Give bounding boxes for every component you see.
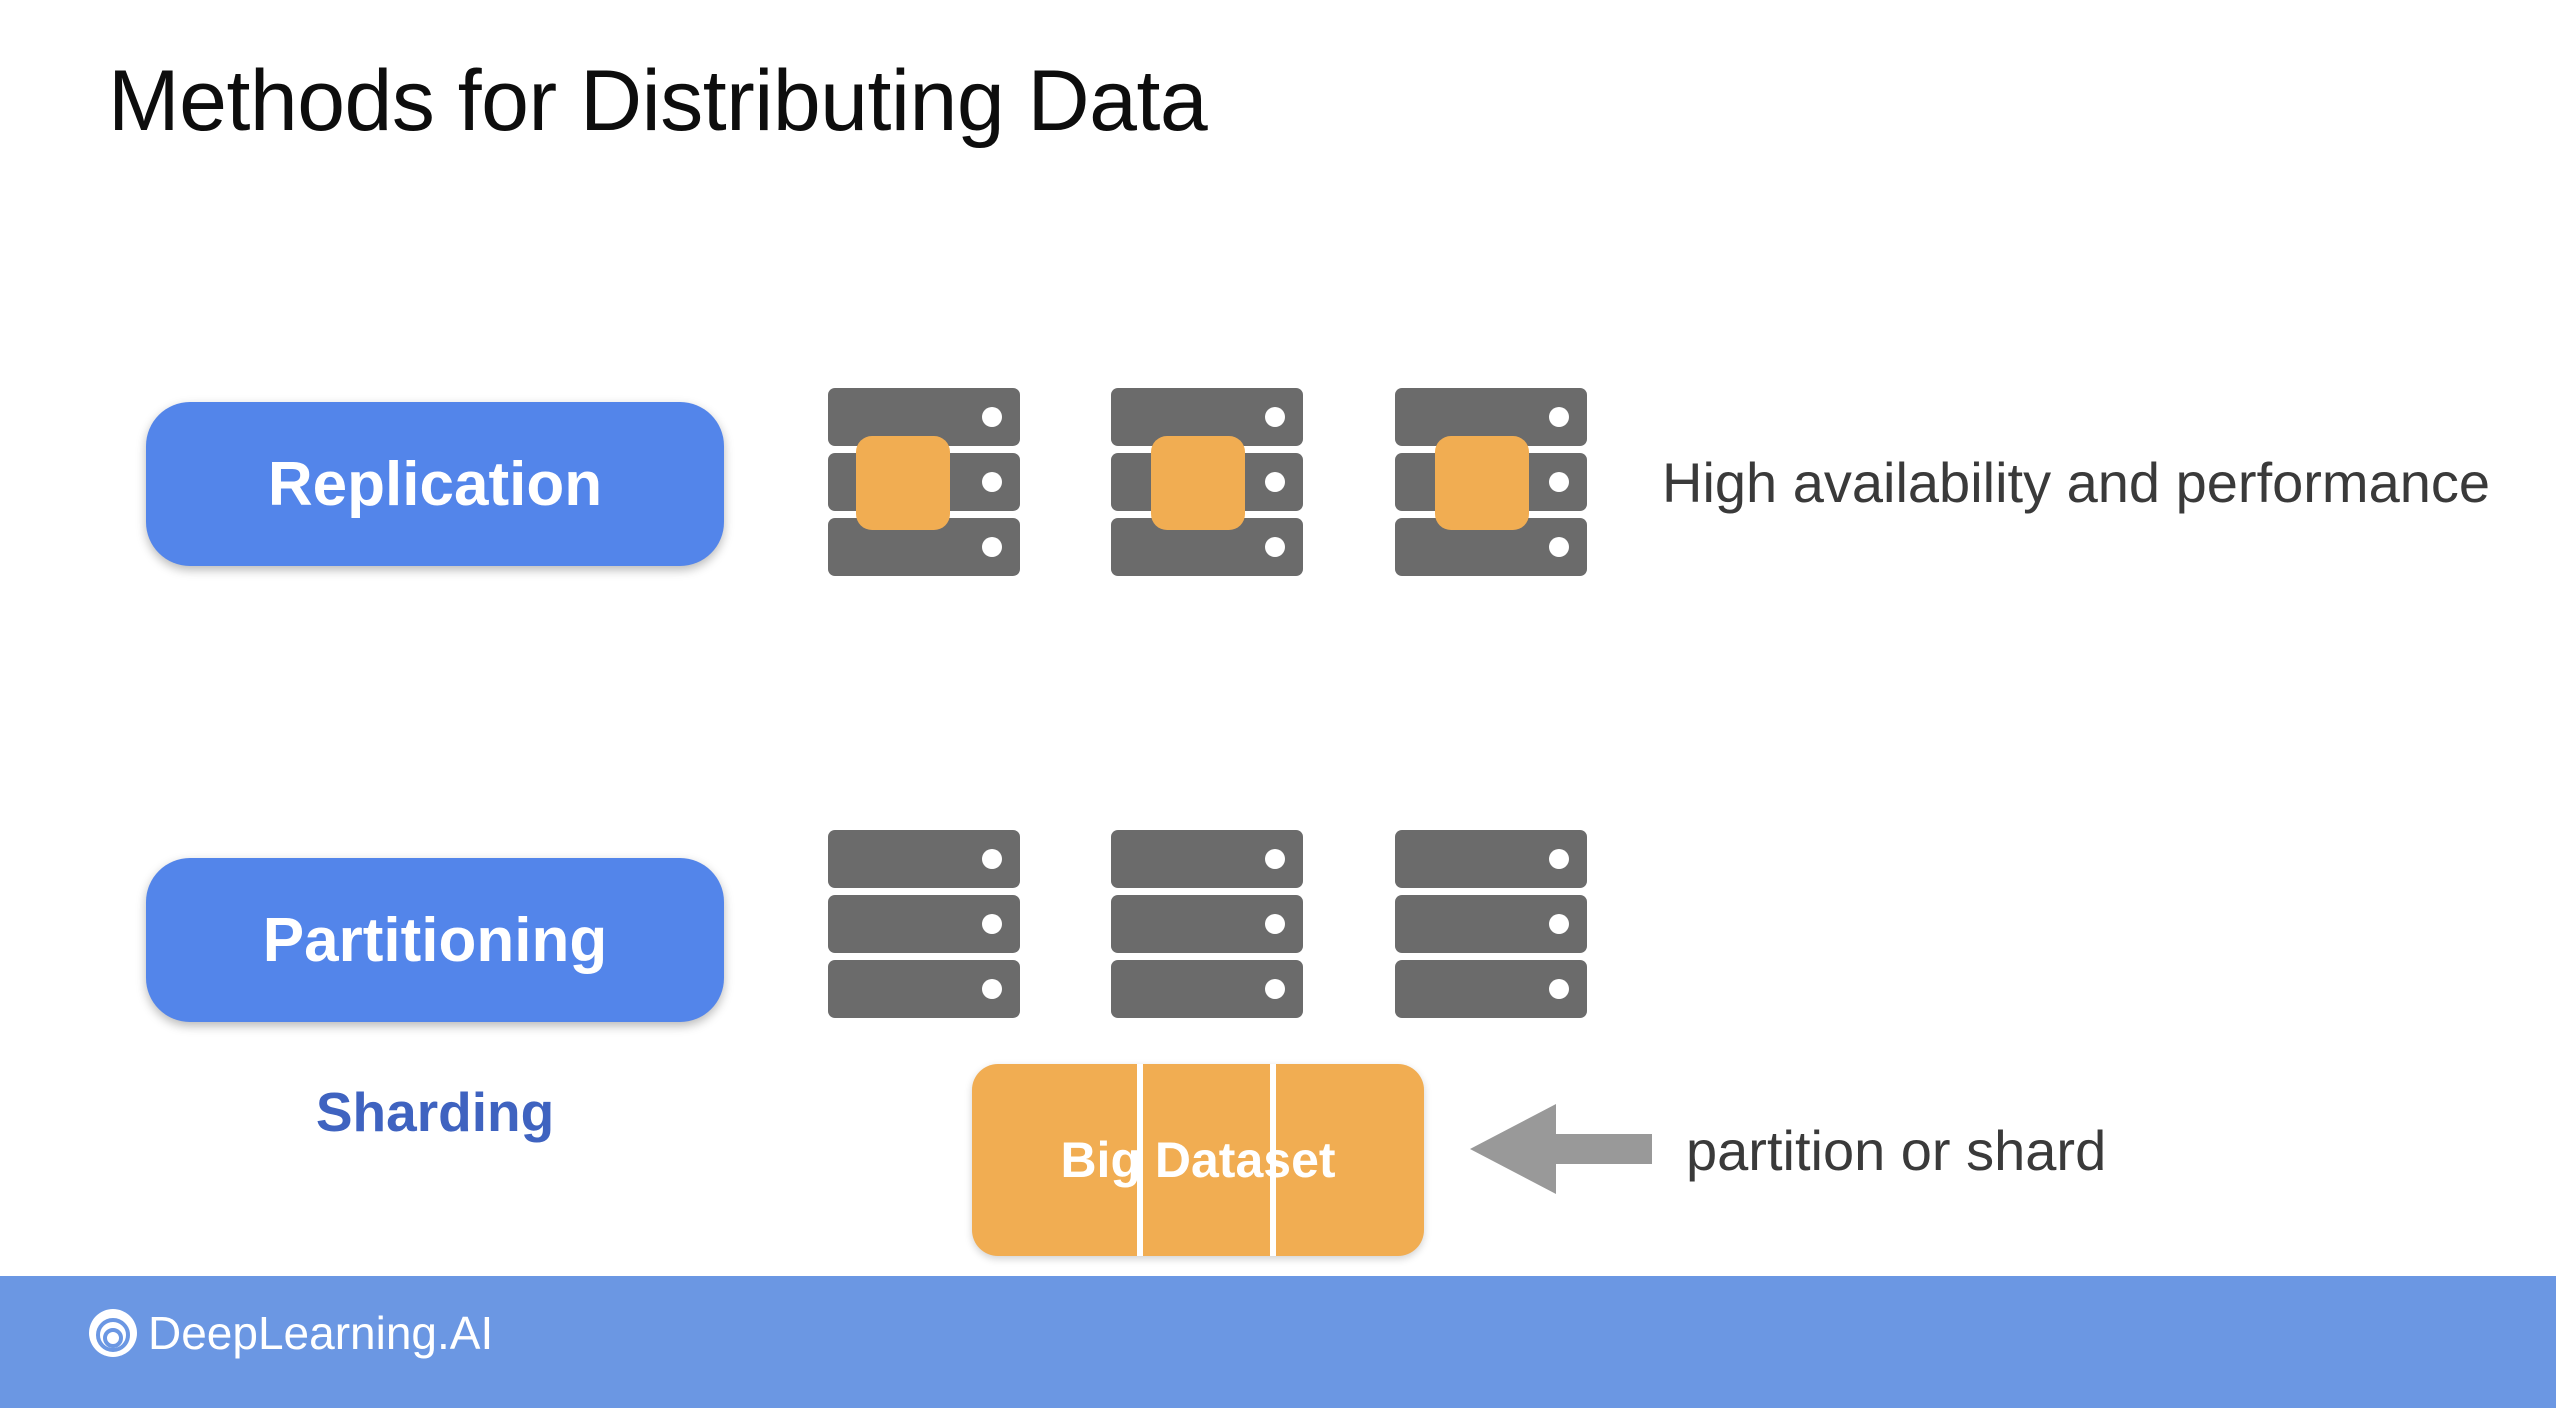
server-icon <box>1395 388 1587 578</box>
arrow-left-icon <box>1470 1104 1652 1194</box>
partitioning-label: Partitioning <box>146 858 724 1022</box>
slide-title: Methods for Distributing Data <box>108 53 1208 149</box>
replication-description: High availability and performance <box>1662 451 2490 514</box>
sharding-label: Sharding <box>315 1081 555 1143</box>
big-dataset-block: Big Dataset <box>972 1064 1424 1256</box>
data-block-icon <box>1151 436 1245 530</box>
brand-text: DeepLearning.AI <box>148 1307 494 1359</box>
server-icon <box>1111 830 1303 1020</box>
big-dataset-label: Big Dataset <box>1060 1132 1336 1188</box>
partitioning-text: Partitioning <box>262 905 608 975</box>
replication-text: Replication <box>267 449 603 519</box>
data-block-icon <box>1435 436 1529 530</box>
footer-bar: DeepLearning.AI <box>0 1276 2556 1408</box>
dataset-divider <box>1270 1064 1276 1256</box>
partition-description: partition or shard <box>1686 1119 2107 1182</box>
brand: DeepLearning.AI <box>86 1306 493 1360</box>
data-block-icon <box>856 436 950 530</box>
server-icon <box>828 388 1020 578</box>
replication-label: Replication <box>146 402 724 566</box>
deeplearning-logo-icon <box>89 1309 137 1357</box>
server-icon <box>828 830 1020 1020</box>
dataset-divider <box>1137 1064 1143 1256</box>
server-icon <box>1111 388 1303 578</box>
server-icon <box>1395 830 1587 1020</box>
